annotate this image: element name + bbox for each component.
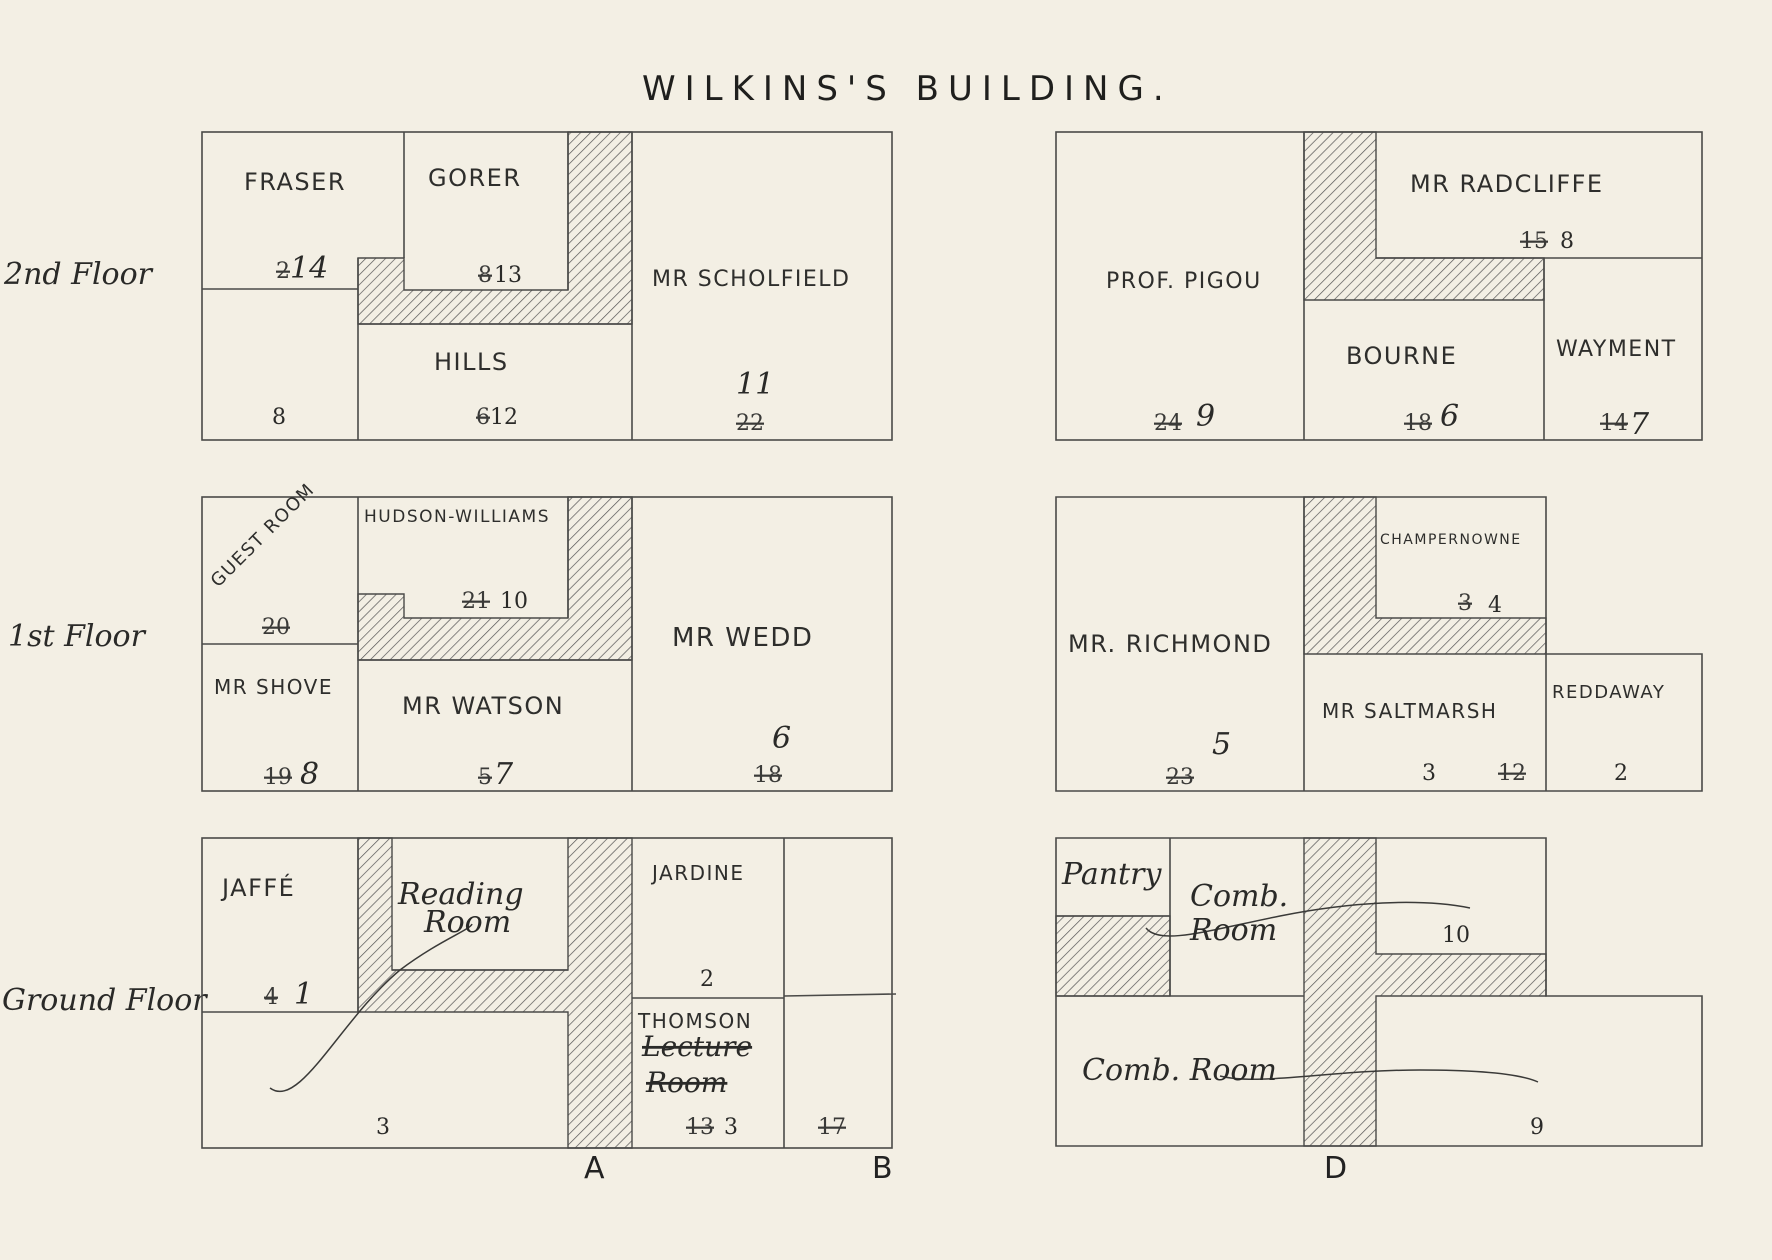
room-name-comb-room-upper-line2: Room — [1189, 913, 1277, 948]
room-name-fraser: FRASER — [244, 168, 346, 196]
ground-floor-left-plan — [201, 837, 897, 1149]
pantry-hatched-area — [1055, 915, 1171, 997]
room-name-bourne: BOURNE — [1346, 342, 1457, 370]
room-name-comb-room-upper-line1: Comb. — [1190, 879, 1288, 914]
room-number-thomson: 3 — [724, 1115, 738, 1140]
room-old-number-fraser: 2 — [276, 259, 290, 284]
room-old-number-hills: 6 — [476, 405, 490, 430]
room-name-radcliffe: MR RADCLIFFE — [1410, 170, 1604, 198]
room-name-watson: MR WATSON — [402, 692, 564, 720]
room-old-number-guest-room: 20 — [262, 615, 290, 640]
room-number-scholfield: 11 — [736, 367, 774, 402]
room-number-fraser: 14 — [290, 251, 328, 286]
room-name-reddaway: REDDAWAY — [1552, 682, 1665, 703]
room-old-number-bourne: 18 — [1404, 411, 1432, 436]
room-number-radcliffe: 8 — [1560, 229, 1574, 254]
room-name-jardine: JARDINE — [650, 861, 745, 885]
room-name-pigou: PROF. PIGOU — [1106, 269, 1262, 294]
page-title: WILKINS'S BUILDING. — [642, 69, 1173, 109]
block-outline — [1055, 496, 1703, 792]
room-name-reading-room-line1: Reading — [397, 877, 524, 912]
floor-label-first: 1st Floor — [8, 619, 147, 654]
room-name-gorer: GORER — [428, 164, 522, 192]
room-name-thomson: THOMSON — [637, 1009, 752, 1033]
first-floor-left-plan — [201, 496, 893, 792]
block-outline — [201, 131, 893, 441]
room-struck-label-room: Room — [645, 1066, 727, 1099]
room-old-number-watson: 5 — [478, 765, 492, 790]
room-name-pantry: Pantry — [1061, 857, 1162, 892]
room-number-reddaway: 2 — [1614, 761, 1628, 786]
room-name-hudson-williams: HUDSON-WILLIAMS — [364, 507, 550, 527]
room-number-wedd: 6 — [772, 721, 791, 756]
room-number-hills: 12 — [490, 405, 518, 430]
room-number-ground-left-lower: 3 — [376, 1115, 390, 1140]
floor-label-ground: Ground Floor — [2, 983, 208, 1018]
room-old-number-scholfield: 22 — [736, 411, 764, 436]
room-number-gorer: 13 — [494, 263, 522, 288]
first-floor-right-plan — [1055, 496, 1703, 792]
room-number-comb-room-lower: 9 — [1530, 1115, 1544, 1140]
room-old-number-champernowne: 3 — [1458, 591, 1472, 616]
room-number-jaffe: 1 — [294, 977, 313, 1012]
room-number-comb-room-upper: 10 — [1442, 923, 1470, 948]
room-old-number-shove: 19 — [264, 765, 292, 790]
room-number-hudson-williams: 10 — [500, 589, 528, 614]
room-name-shove: MR SHOVE — [214, 675, 333, 699]
room-old-number-gorer: 8 — [478, 263, 492, 288]
room-name-wayment: WAYMENT — [1556, 337, 1677, 362]
room-number-jardine: 2 — [700, 967, 714, 992]
room-number-bourne: 6 — [1440, 399, 1459, 434]
second-floor-left-plan — [201, 131, 893, 441]
room-name-jaffe: JAFFÉ — [220, 873, 295, 902]
block-outline — [1055, 837, 1703, 1147]
room-name-champernowne: CHAMPERNOWNE — [1380, 532, 1522, 548]
room-old-number-pigou: 24 — [1154, 411, 1182, 436]
room-old-number-jaffe: 4 — [264, 985, 278, 1010]
second-floor-right-plan — [1055, 131, 1703, 441]
room-number-wayment: 7 — [1630, 407, 1650, 442]
pen-flourish-stroke — [1145, 901, 1471, 937]
room-number-watson: 7 — [494, 757, 514, 792]
room-name-wedd: MR WEDD — [672, 623, 813, 653]
staircase-label-b: B — [872, 1151, 893, 1186]
floor-label-second: 2nd Floor — [3, 257, 154, 292]
room-name-scholfield: MR SCHOLFIELD — [652, 267, 850, 292]
staircase-label-a: A — [584, 1151, 605, 1186]
room-name-richmond: MR. RICHMOND — [1068, 630, 1272, 658]
room-name-hills: HILLS — [434, 348, 509, 376]
room-number-pigou: 9 — [1196, 399, 1215, 434]
room-old-number-ground-b: 17 — [818, 1115, 846, 1140]
room-number-second-left-lower: 8 — [272, 405, 286, 430]
room-number-saltmarsh: 3 — [1422, 761, 1436, 786]
room-old-number-richmond: 23 — [1166, 765, 1194, 790]
wall — [783, 993, 897, 997]
ground-floor-right-plan — [1055, 837, 1703, 1147]
room-number-champernowne: 4 — [1488, 593, 1502, 618]
room-number-shove: 8 — [300, 757, 319, 792]
staircase-label-d: D — [1324, 1151, 1347, 1186]
room-old-number-hudson-williams: 21 — [462, 589, 490, 614]
room-old-number-saltmarsh: 12 — [1498, 761, 1526, 786]
room-old-number-wedd: 18 — [754, 763, 782, 788]
room-old-number-thomson: 13 — [686, 1115, 714, 1140]
block-outline — [1055, 131, 1703, 441]
room-struck-label-lecture: Lecture — [641, 1030, 752, 1063]
room-old-number-wayment: 14 — [1600, 411, 1628, 436]
room-name-comb-room-lower: Comb. Room — [1082, 1053, 1277, 1088]
block-outline — [201, 837, 893, 1149]
room-number-richmond: 5 — [1212, 727, 1231, 762]
pen-flourish-stroke — [1219, 1069, 1539, 1083]
room-old-number-radcliffe: 15 — [1520, 229, 1548, 254]
room-name-saltmarsh: MR SALTMARSH — [1322, 699, 1497, 723]
room-name-reading-room-line2: Room — [423, 905, 511, 940]
pen-flourish-stroke — [269, 923, 473, 1092]
